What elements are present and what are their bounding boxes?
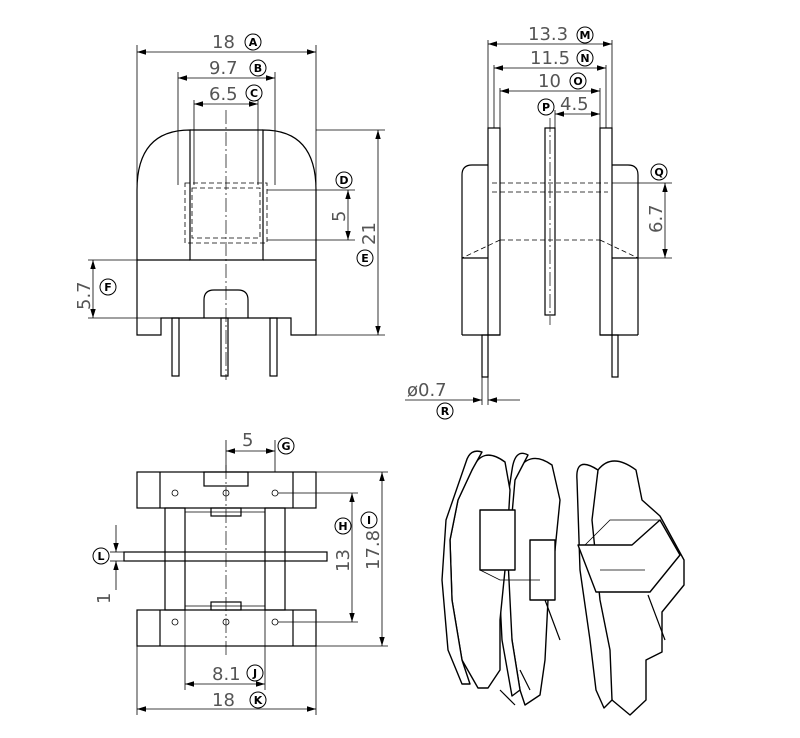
front-pin — [220, 317, 229, 377]
side-flange-left — [487, 127, 501, 336]
dim-value-H: 13 — [333, 549, 354, 572]
dim-letter-I: I — [367, 514, 371, 527]
front-view: 18 A 9.7 B 6.5 C D 5 21 E 5.7 F — [74, 32, 385, 380]
front-pin — [171, 317, 180, 377]
dim-letter-K: K — [254, 694, 263, 707]
dim-value-C: 6.5 — [209, 84, 238, 105]
bottom-divider — [123, 551, 328, 562]
dim-value-I: 17.8 — [363, 530, 384, 570]
side-pin — [611, 334, 619, 378]
dim-value-A: 18 — [212, 32, 235, 53]
dim-value-P: 4.5 — [560, 94, 589, 115]
dim-value-D: 5 — [329, 211, 350, 222]
side-pin — [481, 334, 489, 378]
dim-value-F: 5.7 — [74, 281, 95, 310]
dim-value-J: 8.1 — [212, 664, 241, 685]
side-view: 13.3 M 11.5 N 10 O P 4.5 Q 6.7 ø0.7 R — [405, 24, 672, 420]
pin-hole — [171, 489, 179, 497]
dim-letter-G: G — [281, 440, 290, 453]
pin-hole — [222, 489, 230, 497]
dim-letter-H: H — [338, 520, 347, 533]
dim-value-Q: 6.7 — [646, 204, 667, 233]
dim-letter-R: R — [441, 405, 450, 418]
dim-value-R: ø0.7 — [407, 380, 447, 401]
dim-value-G: 5 — [242, 430, 253, 451]
dim-letter-D: D — [339, 174, 348, 187]
pin-hole — [171, 618, 179, 626]
dim-value-O: 10 — [538, 71, 561, 92]
pin-hole — [271, 489, 279, 497]
dim-value-M: 13.3 — [528, 24, 568, 45]
front-pin — [269, 317, 278, 377]
pin-hole — [271, 618, 279, 626]
dim-letter-J: J — [252, 667, 257, 680]
dim-letter-P: P — [542, 101, 550, 114]
dim-value-N: 11.5 — [530, 48, 570, 69]
side-flange-right — [599, 127, 613, 336]
dim-letter-C: C — [250, 87, 258, 100]
bottom-flange-bottom — [136, 609, 317, 647]
dim-letter-O: O — [573, 75, 582, 88]
dim-letter-B: B — [254, 62, 262, 75]
front-outline — [136, 129, 317, 336]
dim-value-E: 21 — [359, 222, 380, 245]
dim-letter-L: L — [97, 550, 104, 563]
dim-value-L: 1 — [94, 593, 115, 604]
dim-letter-A: A — [249, 36, 258, 49]
bottom-view: 5 G H 13 I 17.8 L 1 8.1 J 18 K — [92, 430, 388, 715]
side-center-divider — [544, 127, 556, 316]
pin-hole — [222, 618, 230, 626]
dim-letter-M: M — [580, 29, 591, 42]
dim-letter-F: F — [104, 281, 112, 294]
dim-value-B: 9.7 — [209, 58, 238, 79]
isometric-view — [441, 450, 685, 716]
dim-letter-E: E — [361, 252, 369, 265]
dim-letter-Q: Q — [654, 166, 663, 179]
dim-letter-N: N — [580, 52, 589, 65]
dim-value-K: 18 — [212, 690, 235, 711]
